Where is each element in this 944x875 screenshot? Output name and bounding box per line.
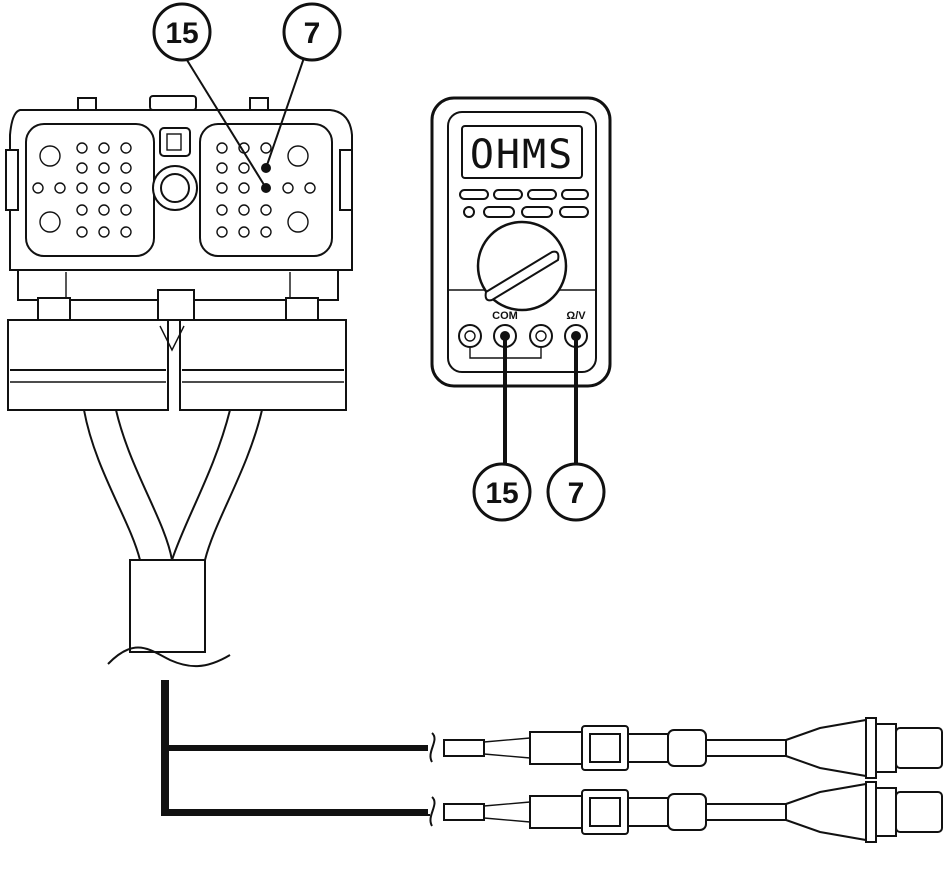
meter-button[interactable] [493, 189, 523, 200]
callout-connector-7: 7 [265, 2, 342, 169]
meter-button[interactable] [527, 189, 557, 200]
harness-connector [5, 95, 353, 411]
multimeter: OHMS COM Ω/V [430, 96, 612, 388]
meter-button[interactable] [459, 189, 489, 200]
meter-button[interactable] [559, 206, 589, 218]
svg-text:15: 15 [165, 17, 198, 50]
callout-meter-15: 15 [472, 462, 532, 522]
callout-connector-15: 15 [152, 2, 267, 189]
port-com-label: COM [492, 310, 518, 322]
jack-mid[interactable] [529, 324, 553, 348]
meter-button[interactable] [561, 189, 589, 200]
left-pin-grid [32, 142, 132, 238]
jack-left[interactable] [458, 324, 482, 348]
callout-meter-7: 7 [546, 462, 606, 522]
lcd-reading: OHMS [470, 132, 574, 178]
meter-button[interactable] [521, 206, 553, 218]
meter-button[interactable] [463, 206, 475, 218]
lcd-display [461, 125, 583, 179]
sensor-pigtail-upper [429, 717, 943, 779]
test-leads [503, 336, 578, 466]
harness-cable [83, 409, 430, 816]
meter-button[interactable] [483, 206, 515, 218]
sensor-pigtail-lower [429, 781, 943, 843]
svg-text:7: 7 [568, 477, 585, 510]
svg-text:15: 15 [485, 477, 518, 510]
svg-text:7: 7 [304, 17, 321, 50]
port-ohm-volt-label: Ω/V [566, 310, 586, 322]
